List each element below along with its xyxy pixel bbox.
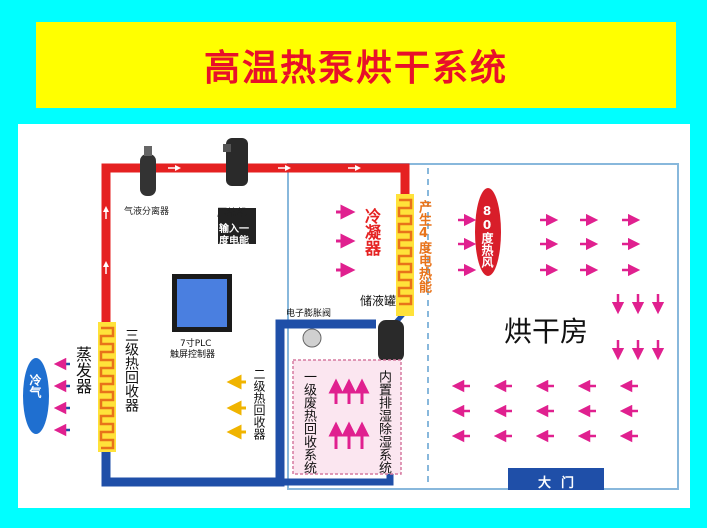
stage3-label: 三级热回收器	[123, 328, 139, 412]
waste-heat-arrows	[328, 378, 370, 449]
power-input-label: 输入一	[219, 224, 249, 235]
cold-air-bubble	[23, 358, 49, 434]
evaporator-label: 蒸发器	[73, 346, 92, 394]
heat-output-label: 产生4度电热能	[416, 200, 431, 293]
plc-screen	[177, 279, 227, 327]
stage2-label: 二级热回收器	[252, 368, 266, 440]
stage2-air-arrows	[226, 374, 246, 440]
receiver-tank	[378, 320, 404, 362]
separator-cap	[144, 146, 152, 156]
separator-tank	[140, 154, 156, 196]
cold-air-label: 冷气	[28, 374, 42, 398]
condenser-serpentine	[397, 198, 413, 306]
power-unit-label: 度电能	[219, 236, 249, 247]
compressor-port	[223, 144, 231, 152]
power-badge	[218, 208, 256, 244]
hot-air-bubble	[475, 188, 501, 276]
evaporator-serpentine	[99, 326, 115, 450]
return-air-arrows	[451, 379, 638, 443]
dehumidify-label: 内置排湿除湿系统	[376, 370, 391, 474]
gate-label: 大门	[538, 476, 585, 491]
condenser-air-arrows	[336, 204, 356, 278]
expansion-valve-label: 电子膨胀阀	[286, 309, 332, 319]
diagram-panel: 气液分离器 压缩机 输入一 度电能 冷凝器 产生4度电热能 80度热风 烘干房 …	[18, 124, 690, 508]
page-title: 高温热泵烘干系统	[203, 48, 508, 89]
compressor-label: 压缩机	[217, 208, 247, 219]
title-banner: 高温热泵烘干系统	[36, 22, 676, 108]
gate-bar	[508, 468, 604, 490]
expansion-valve-icon	[302, 328, 322, 348]
evaporator-air-arrows	[53, 357, 70, 437]
hot-air-arrows-right	[458, 213, 641, 277]
condenser-label: 冷凝器	[362, 208, 381, 256]
plc-label-1: 7寸PLC	[180, 339, 212, 349]
system-diagram	[23, 138, 679, 490]
separator-label: 气液分离器	[124, 207, 170, 217]
hot-pipe	[101, 163, 410, 329]
stage1-label: 一级废热回收系统	[301, 370, 316, 474]
receiver-label: 储液罐	[360, 294, 397, 308]
plc-label-2: 触屏控制器	[170, 350, 216, 360]
compressor-body	[226, 138, 248, 186]
hot-air-label: 80度热风	[480, 204, 494, 268]
dryer-label: 烘干房	[504, 315, 589, 348]
evaporator-coil	[98, 322, 116, 452]
hot-air-arrows-down	[611, 294, 665, 361]
hot-pipe-flow-arrows	[103, 165, 361, 274]
